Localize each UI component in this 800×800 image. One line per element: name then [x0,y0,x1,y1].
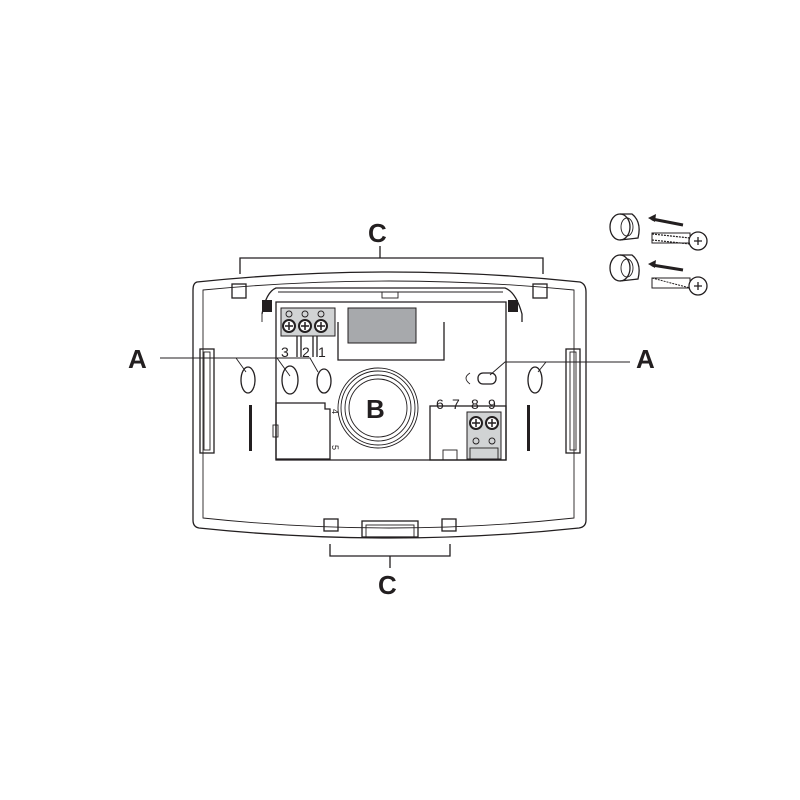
terminal-label-6: 6 [436,396,444,412]
wall-anchor-icon [609,213,640,241]
screws-and-anchors [609,213,708,296]
label-c-bottom: C [378,570,397,600]
mounting-hole [240,366,256,394]
callout-a-right: A [489,344,655,376]
terminal-label-2: 2 [302,344,310,360]
label-c-top: C [368,218,387,248]
screw-icon [314,319,328,333]
terminal-label-4: 4 [330,409,340,414]
mounting-plate [240,301,543,461]
bracket-c-bottom: C [329,544,451,600]
terminal-block-left: 3 2 1 4 5 [280,307,340,450]
screw-icon [651,231,708,251]
center-opening-b: B [337,367,419,449]
terminal-label-3: 3 [281,344,289,360]
wall-anchor-icon [609,254,640,282]
bracket-c-top: C [239,218,544,274]
screw-icon [469,416,483,430]
mounting-hole [281,365,299,395]
screw-icon [282,319,296,333]
terminal-label-9: 9 [488,396,496,412]
label-a-left: A [128,344,147,374]
screw-icon [485,416,499,430]
callout-a-left: A [128,344,319,377]
terminal-label-1: 1 [318,344,326,360]
label-a-right: A [636,344,655,374]
mounting-hole [527,366,543,394]
screw-icon [651,276,708,296]
screw-icon [298,319,312,333]
mounting-hole [316,368,332,394]
terminal-label-5: 5 [330,445,340,450]
terminal-block-right: 6 7 8 9 [436,396,502,460]
label-b: B [366,394,385,424]
terminal-label-7: 7 [452,396,460,412]
terminal-label-8: 8 [471,396,479,412]
base-housing [192,271,587,539]
